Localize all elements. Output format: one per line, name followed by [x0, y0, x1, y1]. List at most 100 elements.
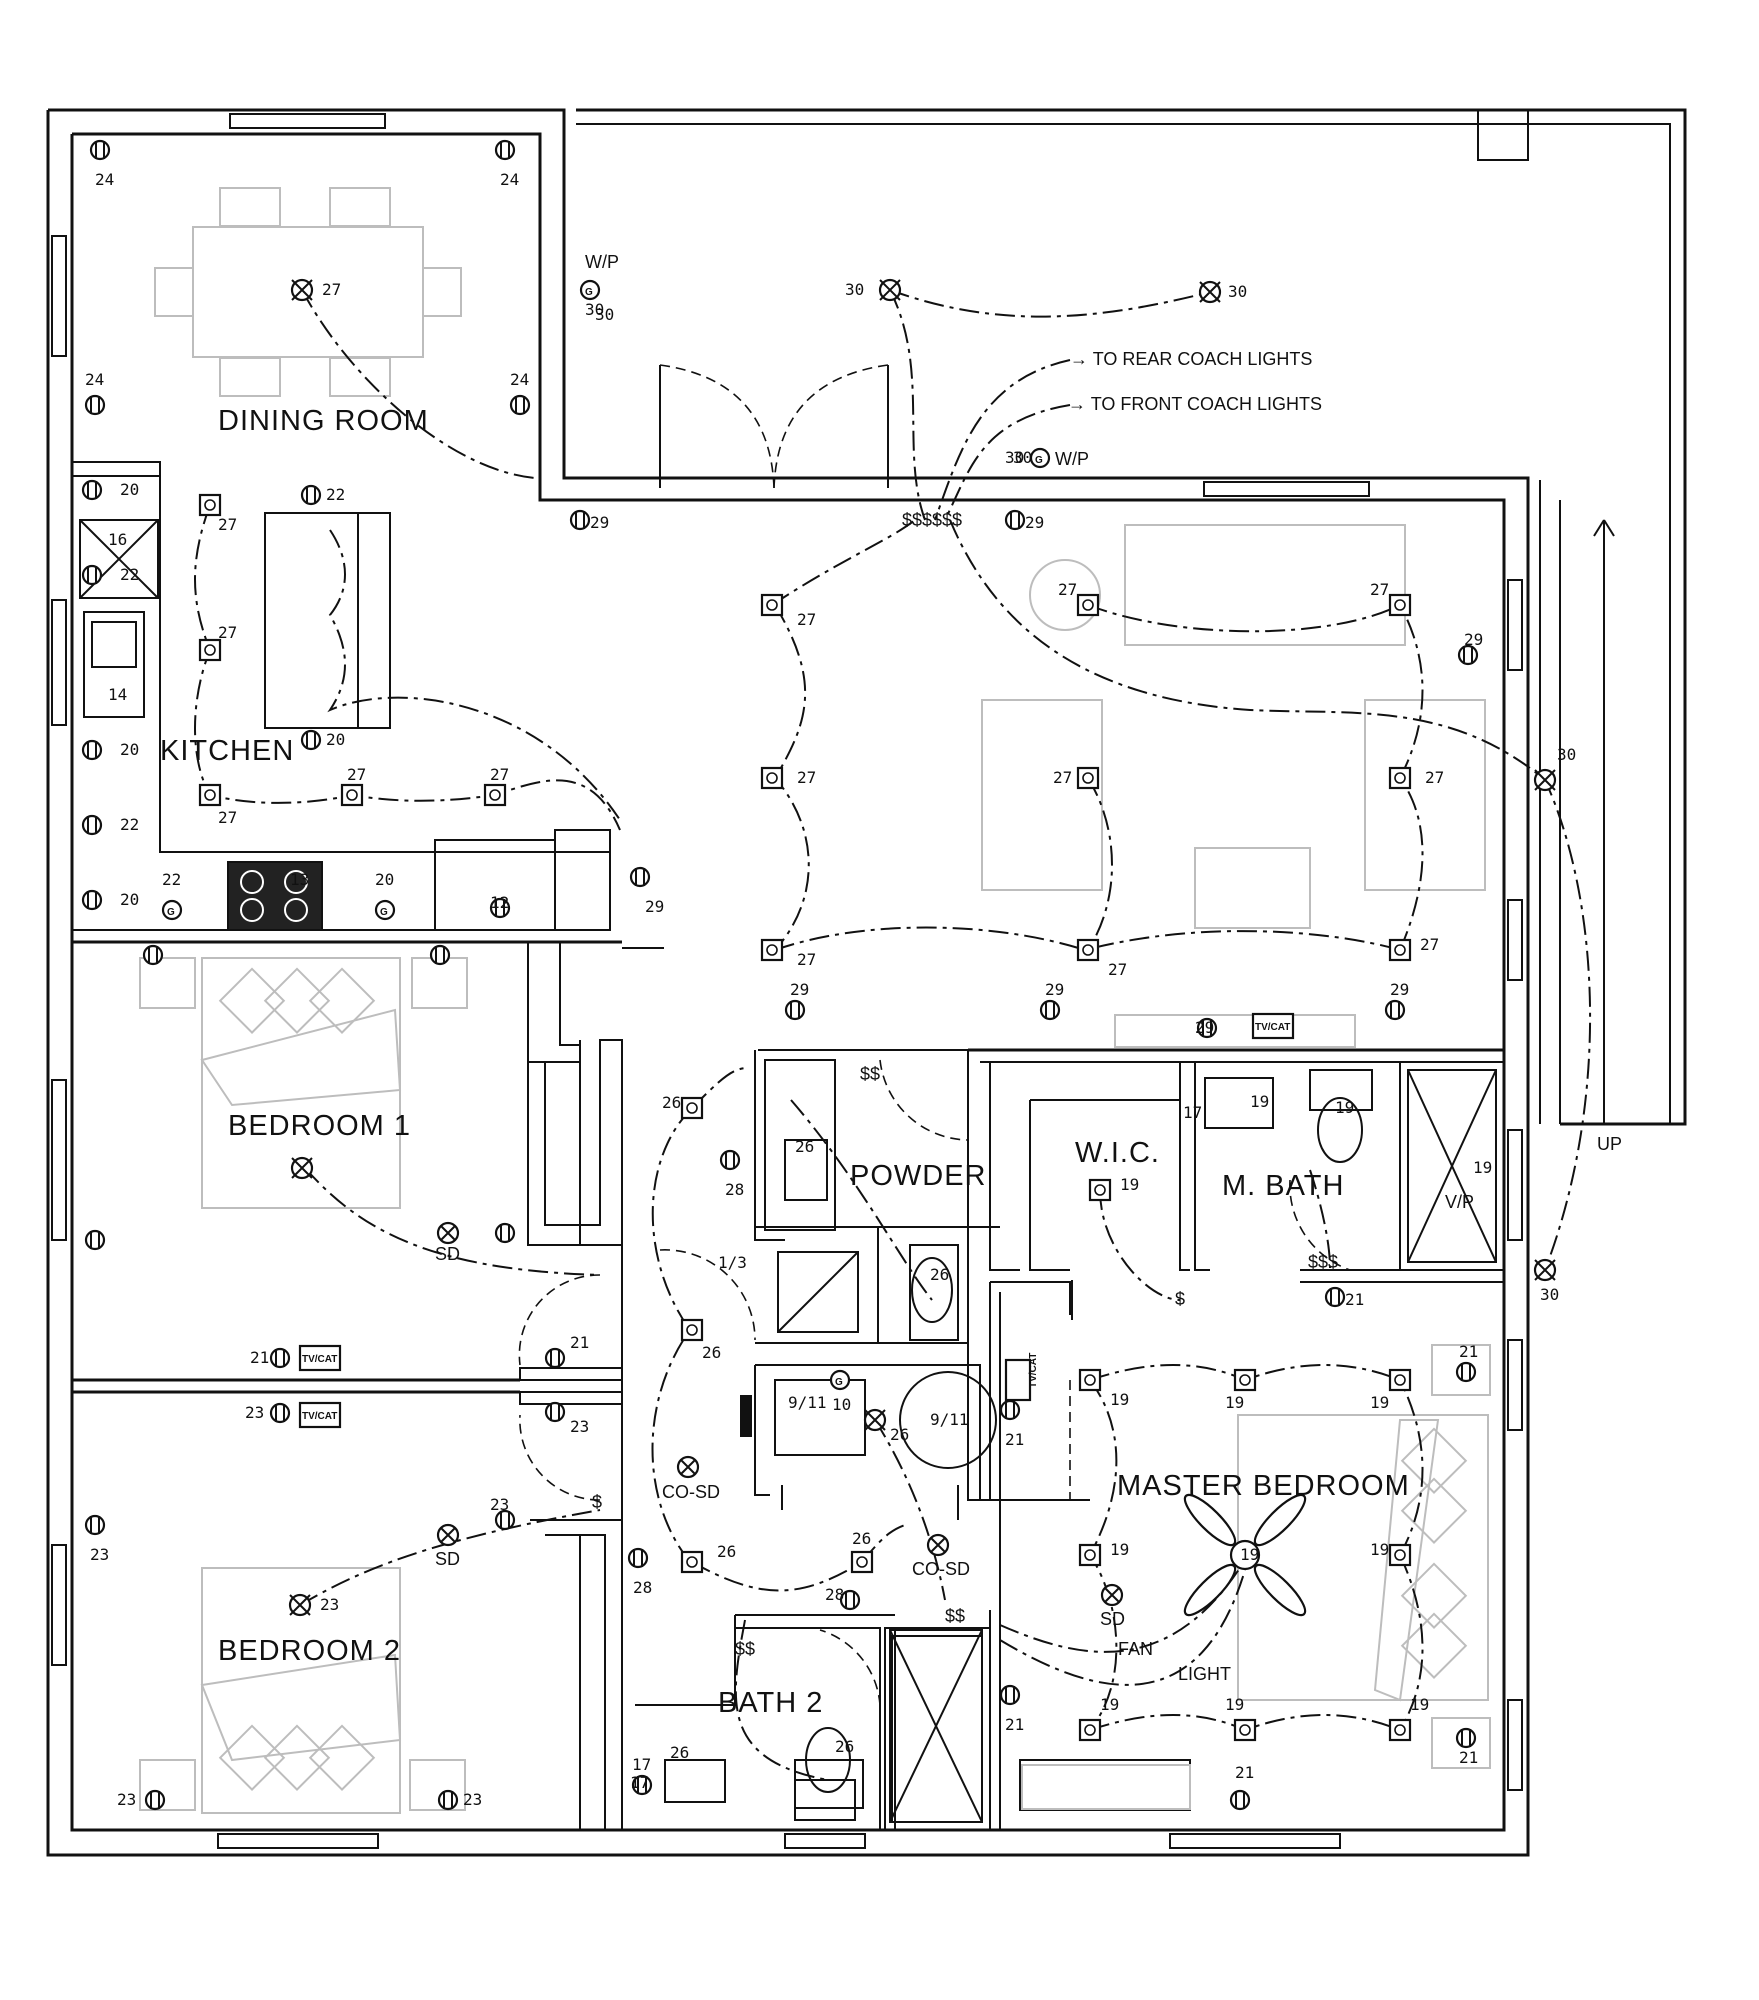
circuit-label: 28 — [725, 1180, 744, 1199]
room-label-mbath: M. BATH — [1222, 1170, 1344, 1202]
recessed-light-icon — [1233, 1718, 1257, 1742]
switch-wic: $ — [1175, 1289, 1185, 1309]
circuit-label: 23 — [490, 1495, 509, 1514]
outlet-icon — [142, 944, 164, 966]
outlet-icon — [84, 1229, 106, 1251]
circuit-label: 29 — [645, 897, 664, 916]
circuit-label: 23 — [245, 1403, 264, 1422]
recessed-light-icon — [198, 783, 222, 807]
circuit-label: 30 — [1228, 282, 1247, 301]
stair-up-label: UP — [1597, 1134, 1622, 1154]
circuit-label: 29 — [1195, 1018, 1214, 1037]
svg-text:TV/CAT: TV/CAT — [1028, 1353, 1039, 1388]
smoke-detector-icon — [436, 1221, 460, 1245]
circuit-label: 22 — [326, 485, 345, 504]
circuit-label: 29 — [590, 513, 609, 532]
circuit-label: 30 — [845, 280, 864, 299]
circuit-label: 23 — [320, 1595, 339, 1614]
svg-text:G: G — [167, 907, 175, 918]
svg-text:TV/CAT: TV/CAT — [302, 1354, 337, 1365]
switch-bank-bath2: $$ — [735, 1639, 755, 1659]
recessed-light-icon — [1078, 1368, 1102, 1392]
circuit-label: 21 — [1235, 1763, 1254, 1782]
outlet-icon — [81, 814, 103, 836]
recessed-light-icon — [680, 1096, 704, 1120]
room-label-powder: POWDER — [850, 1160, 987, 1192]
circuit-label: 30 — [595, 305, 614, 324]
windows — [51, 113, 1523, 1849]
outlet-icon — [1324, 1286, 1346, 1308]
circuit-runs — [194, 289, 1592, 1781]
recessed-light-icon — [1388, 938, 1412, 962]
door-swings — [518, 364, 1351, 1706]
notes: → TO REAR COACH LIGHTS → TO FRONT COACH … — [435, 252, 1622, 1684]
recessed-light-icon — [760, 593, 784, 617]
recessed-light-icon — [760, 938, 784, 962]
circuit-label: 27 — [797, 610, 816, 629]
recessed-lights — [198, 493, 1412, 1742]
svg-text:TV/CAT: TV/CAT — [1255, 1022, 1290, 1033]
circuit-label: 24 — [95, 170, 114, 189]
circuit-label: 21 — [1005, 1430, 1024, 1449]
circuit-label: 26 — [702, 1343, 721, 1362]
fan-label: FAN — [1118, 1639, 1153, 1659]
gfci-outlet-icon: G — [374, 899, 396, 921]
outlet-icon — [81, 479, 103, 501]
circuit-label: 20 — [120, 890, 139, 909]
circuit-label: 1/3 — [718, 1253, 747, 1272]
circuit-label: 27 — [1053, 768, 1072, 787]
smoke-detectors — [436, 1221, 1124, 1607]
circuit-label: 27 — [347, 765, 366, 784]
outlet-icon — [509, 394, 531, 416]
recessed-light-icon — [760, 766, 784, 790]
circuit-label: 27 — [797, 768, 816, 787]
recessed-light-icon — [340, 783, 364, 807]
outlet-icon — [631, 1774, 653, 1796]
circuit-label: 17 — [630, 1773, 649, 1792]
outlet-icon — [300, 484, 322, 506]
ceiling-light-icon — [1533, 768, 1557, 792]
recessed-light-icon — [1388, 1718, 1412, 1742]
smoke-detector-icon — [1100, 1583, 1124, 1607]
circuit-label: 19 — [1370, 1540, 1389, 1559]
recessed-light-icon — [680, 1318, 704, 1342]
recessed-light-icon — [198, 493, 222, 517]
ceiling-light-icon — [863, 1408, 887, 1432]
co-sd-label-bath: CO-SD — [912, 1559, 970, 1579]
circuit-label: 27 — [490, 765, 509, 784]
circuit-label: 17 — [1183, 1103, 1202, 1122]
sd-label-bed2: SD — [435, 1549, 460, 1569]
circuit-label: 27 — [1370, 580, 1389, 599]
circuit-label: 23 — [463, 1790, 482, 1809]
circuit-label: 19 — [1110, 1390, 1129, 1409]
gfci-outlet-icon: G — [1029, 447, 1051, 469]
circuit-label: 26 — [795, 1137, 814, 1156]
outlet-icon — [839, 1589, 861, 1611]
co-sd-label-hall: CO-SD — [662, 1482, 720, 1502]
outlet-icon — [999, 1399, 1021, 1421]
gfci-outlet-icon: G — [829, 1369, 851, 1391]
circuit-label: 29 — [1025, 513, 1044, 532]
circuit-label: 23 — [570, 1417, 589, 1436]
ceiling-fixtures — [288, 278, 1557, 1617]
outlet-icon — [269, 1347, 291, 1369]
room-label-wic: W.I.C. — [1075, 1137, 1160, 1169]
circuit-label: 22 — [162, 870, 181, 889]
circuit-label: 13 — [290, 870, 309, 889]
circuit-label: 22 — [120, 565, 139, 584]
circuit-label: 19 — [1370, 1393, 1389, 1412]
circuit-label: 27 — [1420, 935, 1439, 954]
circuit-label: 29 — [1045, 980, 1064, 999]
stairs — [1539, 480, 1671, 1124]
outlet-icon — [1229, 1789, 1251, 1811]
circuit-label: 30 — [585, 300, 604, 319]
circuit-label: 26 — [930, 1265, 949, 1284]
outlet-icon — [629, 866, 651, 888]
circuit-label: 26 — [717, 1542, 736, 1561]
circuit-label: 27 — [218, 808, 237, 827]
circuit-label: 24 — [500, 170, 519, 189]
svg-text:G: G — [380, 907, 388, 918]
recessed-light-icon — [1076, 593, 1100, 617]
outlet-icon — [84, 394, 106, 416]
